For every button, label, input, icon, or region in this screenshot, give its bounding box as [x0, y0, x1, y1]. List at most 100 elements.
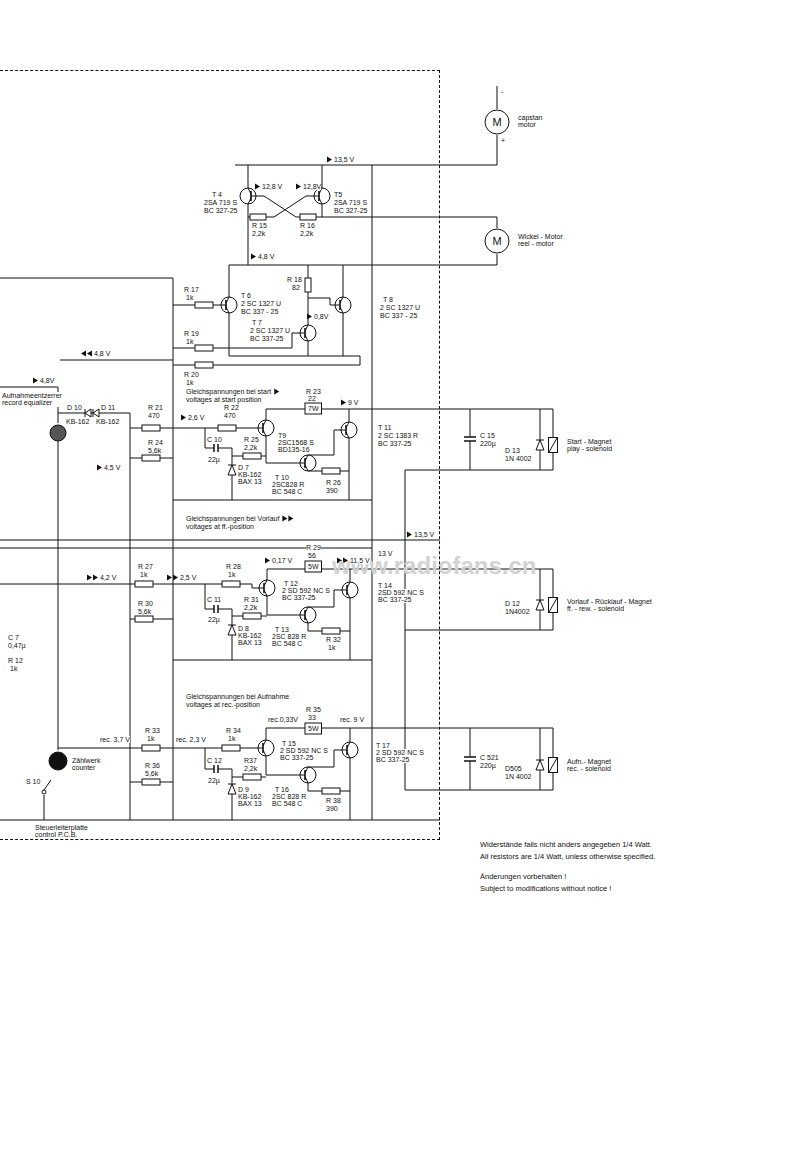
- capacitor-symbol: [213, 444, 215, 452]
- component-label: 22µ: [208, 777, 220, 784]
- diode-symbol: [85, 409, 544, 794]
- component-label: BC 337-25: [378, 440, 411, 447]
- transistor-symbol: [305, 325, 308, 331]
- transistor-symbol: [263, 740, 266, 746]
- motor-symbol: [485, 110, 509, 134]
- wire: [44, 795, 45, 820]
- component-label: 1k: [228, 571, 235, 578]
- wire: [0, 820, 440, 821]
- component-label: 2,2k: [244, 604, 257, 611]
- wire: [60, 360, 173, 361]
- transistor-symbol: [264, 580, 267, 586]
- counter-symbol: Zählwerk counter: [48, 751, 68, 771]
- transistor-symbol: [346, 432, 349, 438]
- diode-symbol: [228, 784, 236, 794]
- resistor-symbol: [195, 345, 213, 351]
- wire: [405, 773, 553, 790]
- voltage-arrow: [274, 389, 279, 395]
- component-label: T 17: [376, 742, 390, 749]
- wire: [540, 569, 541, 600]
- transistor-symbol: [305, 777, 308, 783]
- transistor-symbol: [347, 752, 350, 758]
- diode-symbol: [228, 465, 236, 475]
- resistor-symbol: [322, 468, 340, 474]
- component-label: 1k: [228, 735, 235, 742]
- wire: [58, 748, 142, 749]
- transistor-symbol: [300, 325, 316, 341]
- transistor-symbol: [342, 590, 347, 591]
- potentiometer-knob: [49, 424, 67, 442]
- wire: [470, 409, 471, 437]
- component-label: T 16: [275, 786, 289, 793]
- component-label: 2,2k: [300, 230, 313, 237]
- transistor-symbol: [341, 422, 357, 438]
- component-label: 1k: [140, 571, 147, 578]
- component-label: BC 337-25: [376, 756, 409, 763]
- wire: [308, 623, 322, 631]
- transistor-symbol: [335, 297, 351, 313]
- component-label: BC 337-25: [280, 754, 313, 761]
- wire: [232, 616, 243, 617]
- component-label: 4,2 V: [100, 574, 116, 581]
- component-label: BAX 13: [238, 639, 262, 646]
- wire: [213, 356, 360, 365]
- note-text: Änderungen vorbehalten !: [480, 873, 566, 881]
- wire: [173, 500, 372, 501]
- component-label: T 7: [252, 319, 262, 326]
- transistor-symbol: [319, 198, 322, 204]
- component-label: 5,6k: [138, 608, 151, 615]
- wire: [261, 456, 266, 457]
- component-label: 5W: [308, 563, 319, 570]
- wire: [343, 265, 344, 297]
- component-label: 4,8V: [40, 377, 54, 384]
- diode-symbol: [536, 600, 544, 601]
- voltage-arrow: [167, 575, 172, 581]
- wire: [540, 409, 541, 440]
- wire: [343, 313, 344, 356]
- resistor-symbol: [195, 362, 213, 368]
- voltage-arrow: [81, 351, 86, 357]
- resistor-symbol: [135, 616, 153, 622]
- transistor-symbol: [259, 580, 275, 596]
- solenoid-symbol: [549, 438, 557, 452]
- component-label: 2SA 719 S: [204, 199, 237, 206]
- potentiometer-knob: Aufnahmeentzerrer record equalizer: [49, 424, 67, 442]
- component-label: 2,5 V: [180, 574, 196, 581]
- wire: [240, 748, 258, 749]
- part-label: Vorlauf - Rücklauf - Magnet ff. - rew. -…: [567, 598, 655, 613]
- component-label: 0,47µ: [8, 642, 26, 649]
- component-label: R 27: [138, 563, 153, 570]
- diode-symbol: [536, 600, 544, 610]
- component-label: R 32: [326, 636, 341, 643]
- transistor-symbol: [300, 775, 305, 776]
- component-label: 56: [308, 552, 316, 559]
- wire: [349, 438, 350, 500]
- wire: [470, 441, 471, 470]
- component-label: R 18: [287, 276, 302, 283]
- transistor-symbol: [258, 740, 274, 756]
- component-label: 4,5 V: [104, 464, 120, 471]
- transistor-symbol: [300, 767, 316, 783]
- transistor-symbol: [258, 420, 274, 436]
- component-label: 1k: [186, 338, 193, 345]
- wire: [213, 333, 300, 348]
- resistor-symbol: [135, 581, 153, 587]
- transistor-symbol: [340, 307, 343, 313]
- component-label: T 15: [282, 740, 296, 747]
- transistor-symbol: [314, 188, 330, 204]
- diode-symbol: [228, 465, 236, 466]
- diode-symbol: [228, 784, 236, 785]
- component-label: R 15: [252, 222, 267, 229]
- wire: [261, 616, 267, 617]
- component-label: 2SA 719 S: [334, 199, 367, 206]
- wire: [229, 313, 360, 356]
- component-label: Gleichspannungen bei Aufnahme: [186, 693, 289, 700]
- voltage-arrow: [255, 184, 260, 190]
- component-label: D 12: [505, 600, 520, 607]
- switch-contact: [42, 790, 46, 794]
- transistor-symbol: [221, 297, 237, 313]
- component-label: Gleichspannungen bei Vorlauf: [186, 515, 279, 522]
- transistor-symbol: [263, 750, 266, 756]
- diode-symbol: [228, 625, 236, 626]
- component-label: 2 SC 1327 U: [241, 300, 281, 307]
